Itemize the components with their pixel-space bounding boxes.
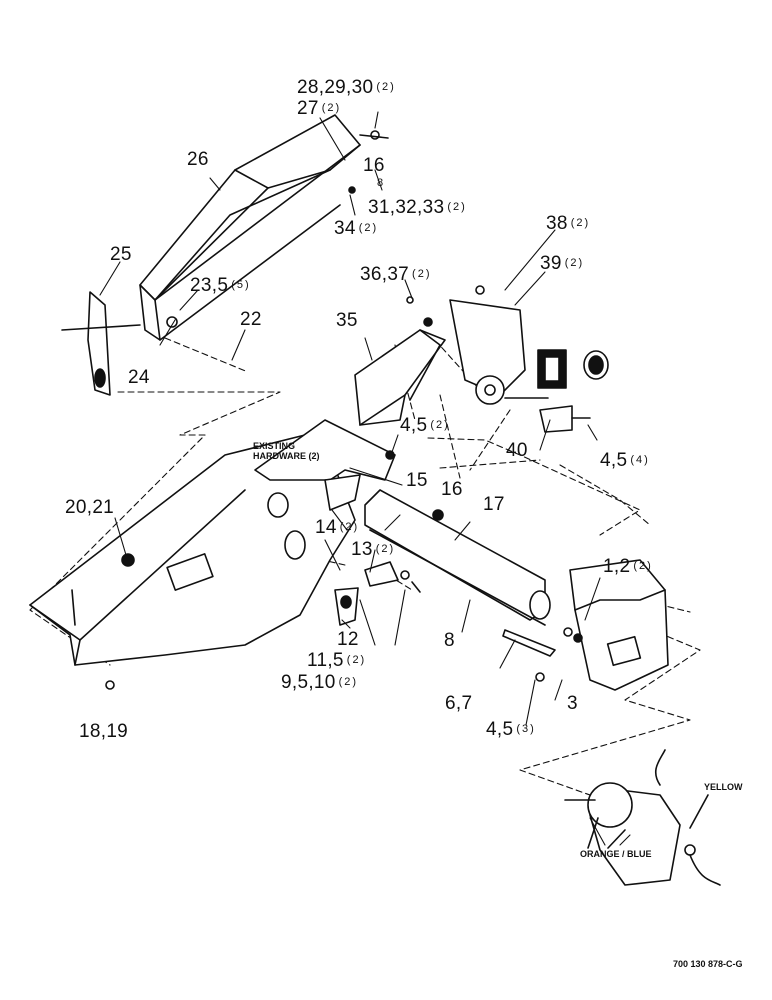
left-bracket-part — [61, 291, 141, 396]
drawing-number: 700 130 878-C-G — [673, 959, 743, 969]
callout-23-5: 23,5(5) — [190, 275, 251, 296]
callout-16-upper: 16 — [363, 155, 385, 176]
chute-guard-part — [139, 114, 361, 341]
callout-20-21: 20,21 — [65, 497, 115, 518]
wire-color-yellow: YELLOW — [704, 782, 743, 792]
existing-hardware-line2: HARDWARE (2) — [253, 450, 320, 461]
callout-3: 3 — [567, 693, 578, 714]
callout-4-5-b: 4,5(4) — [600, 450, 650, 471]
callout-26: 26 — [187, 149, 209, 170]
callout-4-5-c: 4,5(3) — [486, 719, 536, 740]
callout-34: 34(2) — [334, 218, 379, 239]
callout-24: 24 — [128, 367, 150, 388]
callout-6-7: 6,7 — [445, 693, 473, 714]
gearbox-part — [449, 299, 609, 433]
mounting-plate-part — [254, 419, 396, 511]
latch-parts — [334, 561, 421, 626]
fasteners — [105, 130, 573, 690]
callout-25: 25 — [110, 244, 132, 265]
callout-31-32-33: 31,32,33(2) — [368, 197, 467, 218]
existing-hardware-line1: EXISTING — [253, 441, 296, 451]
leader-lines — [99, 111, 631, 846]
callout-38: 38(2) — [546, 213, 591, 234]
callout-36-37: 36,37(2) — [360, 264, 432, 285]
callout-8-lower: 8 — [444, 630, 455, 651]
callout-15: 15 — [406, 470, 428, 491]
callout-40: 40 — [506, 440, 528, 461]
callout-22: 22 — [240, 309, 262, 330]
callout-27: 27(2) — [297, 98, 342, 119]
wire-color-orange-blue: ORANGE / BLUE — [580, 849, 652, 859]
callout-28-29-30: 28,29,30(2) — [297, 77, 396, 98]
callout-14: 14(2) — [315, 517, 360, 538]
callout-39: 39(2) — [540, 253, 585, 274]
callout-12: 12 — [337, 629, 359, 650]
callout-9-5-10: 9,5,10(2) — [281, 672, 359, 693]
callout-35: 35 — [336, 310, 358, 331]
callout-18-19: 18,19 — [79, 721, 129, 742]
main-deck-frame — [29, 434, 356, 666]
callout-17: 17 — [483, 494, 505, 515]
wiring-inset — [564, 749, 721, 886]
callout-4-5-a: 4,5(2) — [400, 415, 450, 436]
right-housing-part — [569, 559, 669, 691]
shield-part — [354, 329, 446, 426]
reference-lines — [29, 337, 701, 821]
callout-1-2: 1,2(2) — [603, 556, 653, 577]
callout-16-lower: 16 — [441, 479, 463, 500]
callout-13: 13(2) — [351, 539, 396, 560]
callout-11-5: 11,5(2) — [307, 650, 367, 671]
callout-8-upper: 8 — [377, 177, 384, 189]
existing-hardware-note: EXISTING HARDWARE (2) — [253, 441, 320, 462]
roller-tube-part — [364, 489, 556, 657]
